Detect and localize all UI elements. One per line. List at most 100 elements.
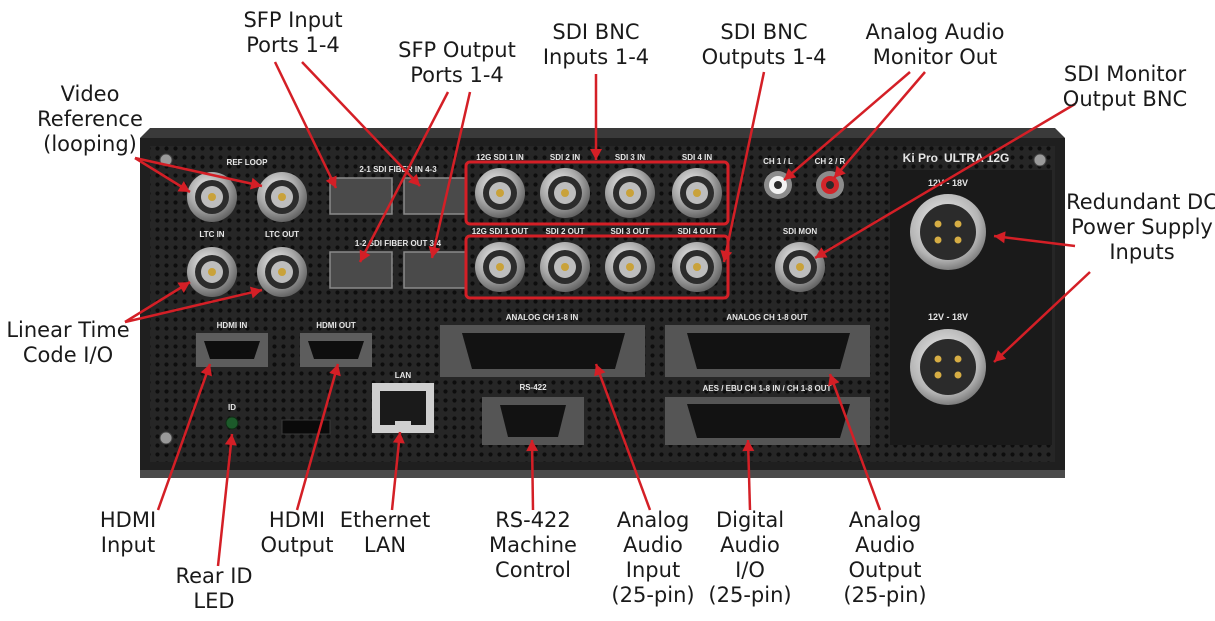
- dc-input-xlr-2: [910, 329, 986, 405]
- ref-loop-bnc-ltc-out: [257, 172, 307, 222]
- rs422-dsub: [482, 397, 584, 445]
- callout-line: Redundant DC: [1066, 190, 1215, 214]
- card-slot: [281, 419, 331, 435]
- callout-line: Audio: [855, 533, 915, 557]
- leader-rear-id-led: [216, 433, 237, 567]
- callout-line: LAN: [363, 533, 407, 557]
- label-sdi-out-3: SDI 3 OUT: [610, 227, 649, 236]
- analog-in-dsub: [440, 325, 645, 377]
- callout-line: SFP Output: [398, 38, 516, 62]
- callout-line: Code I/O: [22, 343, 114, 367]
- callout-line: SDI BNC: [552, 20, 640, 44]
- label-sfp-in: 2-1 SDI FIBER IN 4-3: [359, 165, 437, 174]
- label-aes: AES / EBU CH 1-8 IN / CH 1-8 OUT: [703, 384, 832, 393]
- callout-line: LED: [193, 589, 235, 613]
- callout-line: Reference: [37, 107, 143, 131]
- leader-redundant-dc: [993, 231, 1076, 248]
- callout-line: Analog: [616, 508, 690, 532]
- leader-digital-audio: [742, 439, 755, 511]
- leader-video-reference: [134, 156, 191, 194]
- callout-line: Control: [495, 558, 571, 582]
- label-sdi-in-1: 12G SDI 1 IN: [476, 153, 524, 162]
- callout-line: Power Supply: [1071, 215, 1213, 239]
- callout-line: (25-pin): [611, 583, 695, 607]
- callout-line: SFP Input: [243, 8, 343, 32]
- callout-line: Analog: [848, 508, 922, 532]
- dc-input-xlr-1: [910, 194, 986, 270]
- label-ref-loop: REF LOOP: [227, 158, 269, 167]
- label-hdmi-in: HDMI IN: [217, 321, 248, 330]
- callout-line: Rear ID: [175, 564, 253, 588]
- callout-line: HDMI: [99, 508, 157, 532]
- callout-line: Ethernet: [339, 508, 431, 532]
- callout-line: HDMI: [268, 508, 326, 532]
- callout-line: Outputs 1-4: [701, 45, 827, 69]
- label-sdi-in-3: SDI 3 IN: [615, 153, 645, 162]
- label-dc1: 12V - 18V: [928, 178, 968, 188]
- label-ch2: CH 2 / R: [815, 157, 846, 166]
- sdi-in-bracket: [464, 160, 730, 226]
- callout-line: (25-pin): [843, 583, 927, 607]
- rca-red-jack: [816, 171, 844, 199]
- id-led: [225, 416, 239, 430]
- callout-line: Audio: [720, 533, 780, 557]
- callout-line: Input: [100, 533, 156, 557]
- leader-video-reference: [134, 156, 263, 190]
- callout-line: SDI Monitor: [1063, 62, 1187, 86]
- sdi-out-bnc-2: [540, 242, 590, 292]
- callout-line: SDI BNC: [720, 20, 808, 44]
- hdmi-out-port: [300, 333, 372, 367]
- callout-line: Audio: [623, 533, 683, 557]
- leader-ethernet-lan: [390, 431, 405, 511]
- leader-sfp-input: [273, 61, 338, 189]
- leader-hdmi-input: [156, 363, 212, 511]
- leader-sdi-monitor: [814, 102, 1076, 260]
- label-ltc-out: LTC OUT: [265, 230, 299, 239]
- label-lan: LAN: [395, 371, 412, 380]
- leader-redundant-dc: [993, 271, 1091, 363]
- label-rs422: RS-422: [519, 383, 547, 392]
- label-model: ULTRA 12G: [944, 151, 1009, 165]
- sdi-in-bnc-1: [475, 168, 525, 218]
- hdmi-in-port: [196, 333, 268, 367]
- callout-line: Ports 1-4: [246, 33, 340, 57]
- callout-line: Linear Time: [6, 318, 130, 342]
- callout-line: RS-422: [495, 508, 571, 532]
- label-sfp-out: 1-2 SDI FIBER OUT 3-4: [355, 239, 442, 248]
- sdi-out-bnc-4: [672, 242, 722, 292]
- sdi-out-bracket: [464, 234, 730, 300]
- label-ltc-in: LTC IN: [199, 230, 224, 239]
- label-brand: Ki Pro: [903, 151, 938, 165]
- sdi-mon-bnc: [775, 242, 825, 292]
- callout-line: Machine: [489, 533, 577, 557]
- callout-line: Analog Audio: [865, 20, 1005, 44]
- callout-line: I/O: [735, 558, 765, 582]
- leader-linear-time-code: [124, 286, 263, 324]
- ltc-bnc-out: [257, 247, 307, 297]
- label-hdmi-out: HDMI OUT: [316, 321, 356, 330]
- label-sdi-in-4: SDI 4 IN: [682, 153, 712, 162]
- sdi-out-bnc-3: [605, 242, 655, 292]
- sfp-cage-out-3-4: [403, 251, 467, 289]
- label-sdi-mon: SDI MON: [783, 227, 817, 236]
- sdi-in-bnc-2: [540, 168, 590, 218]
- label-sdi-out-4: SDI 4 OUT: [677, 227, 716, 236]
- leader-linear-time-code: [124, 280, 191, 324]
- label-sdi-in-2: SDI 2 IN: [550, 153, 580, 162]
- callout-line: Inputs: [1109, 240, 1175, 264]
- leader-sdi-bnc-outputs: [720, 71, 766, 263]
- label-analog-out: ANALOG CH 1-8 OUT: [726, 313, 807, 322]
